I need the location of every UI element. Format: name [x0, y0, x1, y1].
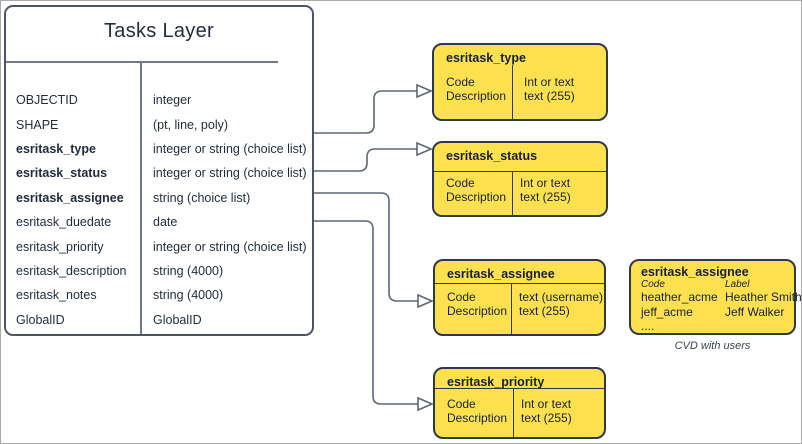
cvd-users-box[interactable]: esritask_assignee Code Label heather_acm…	[629, 259, 802, 335]
arrowhead-priority-icon	[417, 396, 435, 412]
table-row: esritask_assignee string (choice list)	[6, 186, 312, 210]
cvd-row: ....	[641, 319, 655, 333]
table-row: esritask_duedate date	[6, 210, 312, 234]
cvd-title: esritask_assignee	[641, 265, 749, 279]
column-divider	[511, 283, 512, 334]
field-type: integer or string (choice list)	[153, 166, 307, 181]
field-name: esritask_priority	[16, 239, 104, 254]
field-type: string (choice list)	[153, 190, 251, 205]
table-row: OBJECTID integer	[6, 88, 312, 112]
field-name: esritask_assignee	[16, 190, 124, 205]
field-type: GlobalID	[153, 312, 202, 327]
domain-title: esritask_priority	[447, 375, 545, 389]
field-name: esritask_type	[16, 141, 96, 156]
field-name: esritask_description	[16, 263, 127, 278]
field-name: esritask_duedate	[16, 215, 112, 230]
field-name: esritask_notes	[16, 288, 97, 303]
cvd-row: jeff_acme Jeff Walker	[641, 304, 785, 319]
tasks-layer-box[interactable]: Tasks Layer OBJECTID integer SHAPE (pt, …	[4, 5, 314, 336]
field-type: integer or string (choice list)	[153, 141, 307, 156]
field-name: GlobalID	[16, 312, 65, 327]
field-type: date	[153, 215, 178, 230]
table-row: esritask_status integer or string (choic…	[6, 161, 312, 185]
cvd-row: heather_acme Heather Smith	[641, 290, 802, 304]
domain-title: esritask_type	[446, 51, 526, 65]
domain-title: esritask_status	[446, 149, 538, 163]
table-row: GlobalID GlobalID	[6, 308, 312, 332]
column-divider	[512, 65, 513, 119]
domain-right-column: text (username)text (255)	[519, 290, 604, 318]
column-divider	[512, 171, 513, 215]
table-row: esritask_type integer or string (choice …	[6, 137, 312, 161]
cvd-header-row: Code Label	[641, 279, 750, 290]
title-divider	[435, 283, 604, 284]
field-type: string (4000)	[153, 288, 224, 303]
arrowhead-assignee-icon	[417, 293, 435, 309]
domain-title: esritask_assignee	[447, 267, 555, 281]
connector-esritask-type[interactable]	[314, 90, 417, 134]
field-name: SHAPE	[16, 117, 59, 132]
connector-esritask-assignee[interactable]	[314, 192, 418, 302]
connector-esritask-priority[interactable]	[314, 220, 418, 405]
field-type: string (4000)	[153, 263, 224, 278]
arrowhead-status-icon	[416, 141, 434, 157]
table-row: esritask_notes string (4000)	[6, 283, 312, 307]
title-divider	[434, 171, 606, 172]
title-divider	[435, 388, 604, 389]
field-type: (pt, line, poly)	[153, 117, 229, 132]
field-name: esritask_status	[16, 166, 108, 181]
field-type: integer	[153, 93, 192, 108]
table-row: SHAPE (pt, line, poly)	[6, 112, 312, 136]
tasks-layer-title: Tasks Layer	[103, 20, 214, 42]
cvd-caption: CVD with users	[674, 340, 751, 352]
field-name: OBJECTID	[16, 93, 78, 108]
table-row: esritask_priority integer or string (cho…	[6, 234, 312, 258]
table-row: esritask_description string (4000)	[6, 259, 312, 283]
column-divider	[513, 388, 514, 437]
field-list: OBJECTID integer SHAPE (pt, line, poly) …	[6, 88, 312, 332]
field-type: integer or string (choice list)	[153, 239, 307, 254]
arrowhead-type-icon	[416, 83, 434, 99]
cvd-grid: Code Label heather_acme Heather Smith je…	[641, 279, 802, 334]
title-divider	[6, 61, 278, 63]
column-divider	[140, 61, 142, 334]
connector-esritask-status[interactable]	[314, 148, 417, 172]
